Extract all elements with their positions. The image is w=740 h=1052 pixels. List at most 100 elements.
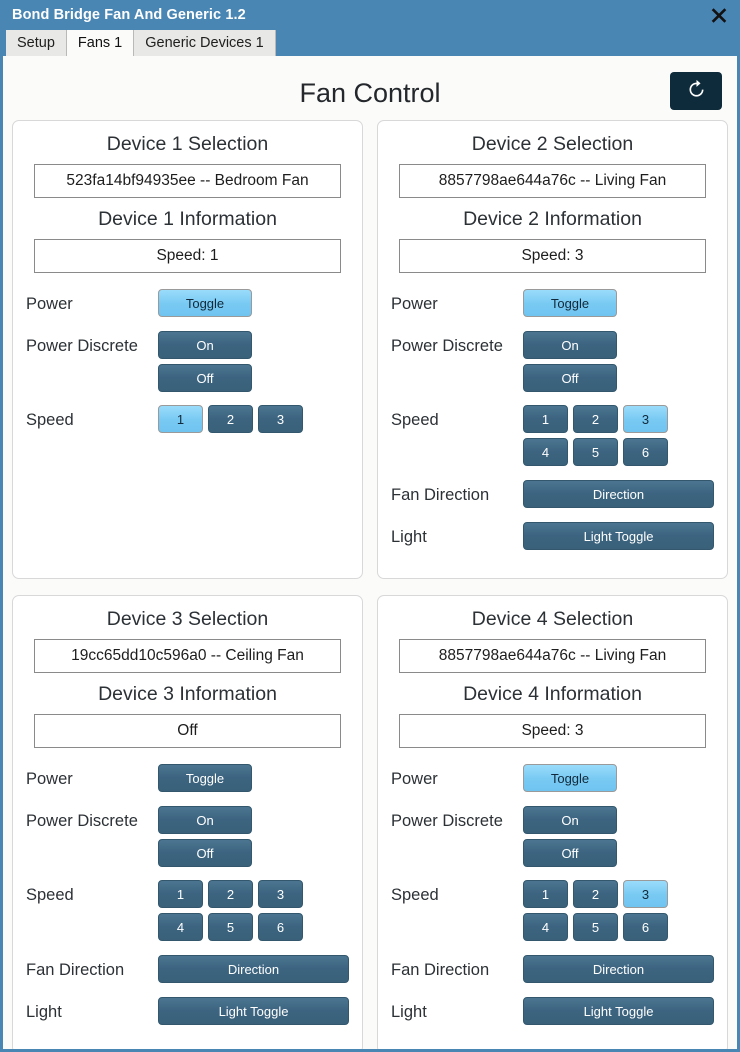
device-selection-heading: Device 2 Selection	[471, 133, 634, 155]
light-label: Light	[391, 1003, 427, 1021]
fan-direction-button[interactable]: Direction	[523, 480, 714, 508]
light-toggle-button[interactable]: Light Toggle	[523, 997, 714, 1025]
fan-direction-row: Fan Direction Direction	[391, 955, 714, 984]
speed-button-5[interactable]: 5	[573, 913, 618, 941]
device-information-heading: Device 2 Information	[463, 208, 642, 230]
page-header: Fan Control	[12, 66, 728, 120]
power-discrete-label: Power Discrete	[26, 812, 138, 830]
light-toggle-button[interactable]: Light Toggle	[158, 997, 349, 1025]
power-off-button[interactable]: Off	[523, 364, 617, 392]
power-toggle-button[interactable]: Toggle	[158, 289, 252, 317]
button-group: Direction	[523, 480, 714, 508]
button-group: Light Toggle	[158, 997, 349, 1025]
power-on-button[interactable]: On	[158, 806, 252, 834]
speed-button-3[interactable]: 3	[623, 405, 668, 433]
fan-direction-label: Fan Direction	[391, 486, 490, 504]
device-selection-heading: Device 3 Selection	[106, 608, 269, 630]
speed-button-5[interactable]: 5	[208, 913, 253, 941]
button-group: Direction	[523, 955, 714, 983]
power-label: Power	[26, 770, 73, 788]
speed-button-6[interactable]: 6	[623, 438, 668, 466]
power-row: Power Toggle	[391, 289, 714, 318]
power-label: Power	[391, 295, 438, 313]
button-group: Toggle	[523, 764, 714, 792]
speed-button-4[interactable]: 4	[158, 913, 203, 941]
speed-button-2[interactable]: 2	[573, 405, 618, 433]
device-selection-field[interactable]: 8857798ae644a76c -- Living Fan	[399, 639, 706, 673]
tab-fans-1[interactable]: Fans 1	[66, 30, 135, 56]
speed-button-4[interactable]: 4	[523, 913, 568, 941]
power-toggle-button[interactable]: Toggle	[523, 764, 617, 792]
speed-button-3[interactable]: 3	[258, 880, 303, 908]
power-row: Power Toggle	[26, 289, 349, 318]
power-label: Power	[26, 295, 73, 313]
speed-button-1[interactable]: 1	[158, 405, 203, 433]
device-information-heading: Device 1 Information	[98, 208, 277, 230]
device-information-field: Speed: 1	[34, 239, 341, 273]
device-information-field: Speed: 3	[399, 239, 706, 273]
speed-button-1[interactable]: 1	[158, 880, 203, 908]
fan-direction-button[interactable]: Direction	[523, 955, 714, 983]
speed-button-2[interactable]: 2	[208, 880, 253, 908]
speed-button-1[interactable]: 1	[523, 405, 568, 433]
speed-label: Speed	[26, 411, 74, 429]
device-selection-heading: Device 4 Selection	[471, 608, 634, 630]
power-on-button[interactable]: On	[523, 806, 617, 834]
speed-button-6[interactable]: 6	[623, 913, 668, 941]
power-toggle-button[interactable]: Toggle	[158, 764, 252, 792]
device-information-field: Speed: 3	[399, 714, 706, 748]
device-selection-field[interactable]: 19cc65dd10c596a0 -- Ceiling Fan	[34, 639, 341, 673]
fan-direction-row: Fan Direction Direction	[391, 480, 714, 509]
speed-button-2[interactable]: 2	[208, 405, 253, 433]
fan-direction-row: Fan Direction Direction	[26, 955, 349, 984]
fan-direction-label: Fan Direction	[391, 961, 490, 979]
fan-direction-button[interactable]: Direction	[158, 955, 349, 983]
button-group: Toggle	[158, 289, 349, 317]
light-toggle-button[interactable]: Light Toggle	[523, 522, 714, 550]
power-discrete-label: Power Discrete	[26, 337, 138, 355]
refresh-button[interactable]	[670, 72, 722, 110]
device-information-heading: Device 4 Information	[463, 683, 642, 705]
speed-button-6[interactable]: 6	[258, 913, 303, 941]
speed-button-4[interactable]: 4	[523, 438, 568, 466]
page-title: Fan Control	[299, 77, 441, 108]
power-off-button[interactable]: Off	[158, 839, 252, 867]
power-discrete-label: Power Discrete	[391, 337, 503, 355]
power-toggle-button[interactable]: Toggle	[523, 289, 617, 317]
speed-button-2[interactable]: 2	[573, 880, 618, 908]
tab-generic-devices-1[interactable]: Generic Devices 1	[134, 30, 276, 56]
power-off-button[interactable]: Off	[523, 839, 617, 867]
speed-button-1[interactable]: 1	[523, 880, 568, 908]
power-on-button[interactable]: On	[158, 331, 252, 359]
device-card-3: Device 3 Selection 19cc65dd10c596a0 -- Ce…	[12, 595, 363, 1049]
close-icon[interactable]	[708, 4, 730, 26]
device-card-4: Device 4 Selection 8857798ae644a76c -- Li…	[377, 595, 728, 1049]
power-off-button[interactable]: Off	[158, 364, 252, 392]
power-on-button[interactable]: On	[523, 331, 617, 359]
device-selection-field[interactable]: 8857798ae644a76c -- Living Fan	[399, 164, 706, 198]
speed-button-3[interactable]: 3	[623, 880, 668, 908]
content-area: Fan Control Device 1 Selection 523fa14bf9…	[0, 56, 740, 1052]
window-title: Bond Bridge Fan And Generic 1.2	[12, 7, 246, 23]
refresh-icon	[686, 79, 707, 103]
fan-direction-label: Fan Direction	[26, 961, 125, 979]
speed-button-5[interactable]: 5	[573, 438, 618, 466]
speed-label: Speed	[391, 886, 439, 904]
button-group: Toggle	[523, 289, 714, 317]
device-selection-field[interactable]: 523fa14bf94935ee -- Bedroom Fan	[34, 164, 341, 198]
title-bar: Bond Bridge Fan And Generic 1.2	[0, 0, 740, 30]
tab-setup[interactable]: Setup	[6, 30, 67, 56]
device-selection-heading: Device 1 Selection	[106, 133, 269, 155]
speed-button-3[interactable]: 3	[258, 405, 303, 433]
